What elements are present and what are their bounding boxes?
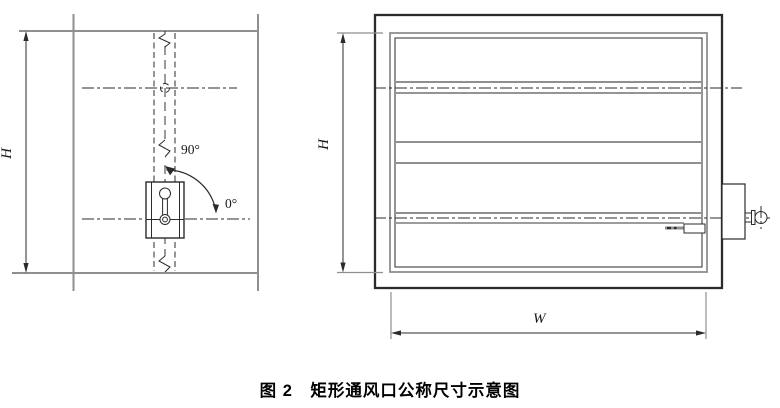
arrowhead-up <box>340 33 346 43</box>
front-view-width-label: W <box>533 311 546 327</box>
outer-casing <box>373 13 724 290</box>
damper-handle-assembly <box>145 181 185 239</box>
pivot-centerlines <box>82 83 250 220</box>
arrowhead-right <box>696 330 706 336</box>
upper-pivot-circle <box>160 83 170 93</box>
break-symbol-top <box>157 31 171 48</box>
break-symbol-middle <box>158 139 171 158</box>
figure-caption: 图 2 矩形通风口公称尺寸示意图 <box>259 382 521 400</box>
blade-pivot-centerlines <box>374 87 773 219</box>
break-symbol-bottom <box>158 255 171 273</box>
actuator-assembly <box>721 183 768 240</box>
arrowhead-up <box>23 31 29 41</box>
dimension-h-side <box>23 31 29 273</box>
arrowhead-left <box>391 330 401 336</box>
arrowhead-0deg <box>212 204 219 214</box>
crank-flange <box>751 210 756 225</box>
blade-linkage-rod <box>665 223 706 234</box>
handle-knob <box>159 187 171 200</box>
blade-hidden-edges <box>153 33 176 271</box>
actuator-box <box>721 183 746 240</box>
vent-frame-inner <box>394 37 703 268</box>
arrowhead-90deg <box>165 166 175 176</box>
side-view-height-label: H <box>0 148 15 159</box>
handle-pivot-inner <box>162 216 168 223</box>
duct-wall-lines <box>12 14 259 291</box>
closed-angle-label: 0° <box>225 196 238 211</box>
handle-pivot-outer <box>159 214 171 225</box>
front-view-height-label: H <box>315 139 332 150</box>
front-view-drawing <box>337 13 773 339</box>
dimension-w <box>390 292 707 339</box>
vent-frame-outer <box>389 32 708 273</box>
dimension-h-front <box>337 32 383 274</box>
open-angle-label: 90° <box>181 142 200 157</box>
arrowhead-down <box>23 263 29 273</box>
side-view-drawing <box>12 14 259 291</box>
louver-blade-lines <box>396 81 701 224</box>
rotation-angle-arc <box>165 166 219 214</box>
arrowhead-down <box>340 262 346 273</box>
